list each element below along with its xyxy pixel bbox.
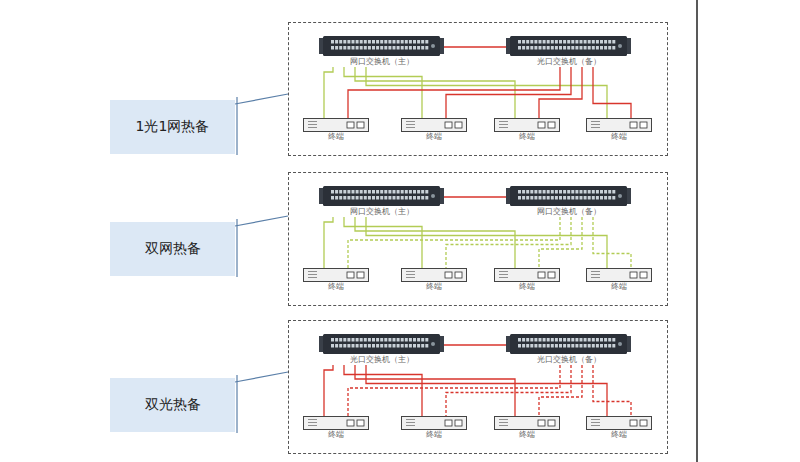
switch-icon xyxy=(319,185,444,207)
mode-label-box: 双网热备 xyxy=(110,222,235,276)
leader-connector xyxy=(235,94,288,104)
network-cable xyxy=(593,67,631,118)
network-cable xyxy=(348,365,560,416)
terminal-label: 终端 xyxy=(494,132,560,142)
network-cable xyxy=(355,217,515,268)
network-cable xyxy=(348,67,560,118)
network-cable xyxy=(446,67,571,118)
network-cable xyxy=(539,217,582,268)
network-cable xyxy=(344,217,422,268)
terminal-label: 终端 xyxy=(303,430,369,440)
terminal-icon xyxy=(586,268,652,282)
switch-icon xyxy=(319,333,444,355)
network-cable xyxy=(366,67,607,118)
frame-line xyxy=(696,0,698,462)
terminal-label: 终端 xyxy=(303,282,369,292)
network-cable xyxy=(344,365,422,416)
terminal-label: 终端 xyxy=(586,132,652,142)
network-cable xyxy=(355,365,515,416)
network-cable xyxy=(539,67,582,118)
network-cable xyxy=(444,344,506,345)
switch-label: 网口交换机（备） xyxy=(506,207,631,217)
switch-device: 光口交换机（备） xyxy=(506,333,631,365)
switch-device: 网口交换机（主） xyxy=(319,185,444,217)
terminal-device: 终端 xyxy=(494,118,560,142)
switch-label: 光口交换机（备） xyxy=(506,57,631,67)
terminal-device: 终端 xyxy=(586,268,652,292)
terminal-label: 终端 xyxy=(401,430,467,440)
terminal-icon xyxy=(401,268,467,282)
terminal-label: 终端 xyxy=(494,282,560,292)
leader-connector xyxy=(235,216,288,226)
terminal-icon xyxy=(494,118,560,132)
terminal-label: 终端 xyxy=(401,282,467,292)
terminal-label: 终端 xyxy=(586,282,652,292)
terminal-icon xyxy=(303,118,369,132)
network-cable xyxy=(348,217,560,268)
terminal-device: 终端 xyxy=(401,416,467,440)
network-cable xyxy=(593,365,631,416)
terminal-icon xyxy=(303,268,369,282)
mode-label-box: 双光热备 xyxy=(110,378,235,432)
switch-icon xyxy=(506,185,631,207)
terminal-device: 终端 xyxy=(303,416,369,440)
network-cable xyxy=(324,365,333,416)
terminal-device: 终端 xyxy=(586,118,652,142)
terminal-icon xyxy=(494,416,560,430)
network-cable xyxy=(593,217,631,268)
terminal-icon xyxy=(586,118,652,132)
network-cable xyxy=(539,365,582,416)
bracket-line xyxy=(236,375,237,433)
terminal-icon xyxy=(401,416,467,430)
bracket-line xyxy=(236,97,237,155)
terminal-label: 终端 xyxy=(494,430,560,440)
network-cable xyxy=(366,217,607,268)
network-cable xyxy=(324,67,333,118)
switch-icon xyxy=(319,35,444,57)
network-cable xyxy=(446,217,571,268)
switch-device: 光口交换机（主） xyxy=(319,333,444,365)
switch-label: 网口交换机（主） xyxy=(319,207,444,217)
terminal-label: 终端 xyxy=(303,132,369,142)
switch-label: 网口交换机（主） xyxy=(319,57,444,67)
mode-label-box: 1光1网热备 xyxy=(110,100,235,154)
network-cable xyxy=(444,46,506,47)
switch-icon xyxy=(506,333,631,355)
terminal-icon xyxy=(494,268,560,282)
terminal-label: 终端 xyxy=(586,430,652,440)
network-cable xyxy=(366,365,607,416)
terminal-device: 终端 xyxy=(401,118,467,142)
switch-icon xyxy=(506,35,631,57)
terminal-device: 终端 xyxy=(494,268,560,292)
network-cable xyxy=(444,196,506,197)
dashed-panel: 网口交换机（主） 光口交换机（备） 终端 终端 终端 终端 xyxy=(288,22,668,156)
network-cable xyxy=(446,365,571,416)
switch-device: 网口交换机（备） xyxy=(506,185,631,217)
leader-connector xyxy=(235,372,288,382)
network-cable xyxy=(344,67,422,118)
mode-label: 双网热备 xyxy=(145,240,201,258)
mode-label: 1光1网热备 xyxy=(136,118,210,136)
switch-device: 网口交换机（主） xyxy=(319,35,444,67)
terminal-icon xyxy=(586,416,652,430)
network-cable xyxy=(355,67,515,118)
terminal-device: 终端 xyxy=(586,416,652,440)
terminal-device: 终端 xyxy=(494,416,560,440)
bracket-line xyxy=(236,219,237,277)
dashed-panel: 光口交换机（主） 光口交换机（备） 终端 终端 终端 终端 xyxy=(288,320,668,454)
terminal-label: 终端 xyxy=(401,132,467,142)
terminal-icon xyxy=(303,416,369,430)
switch-device: 光口交换机（备） xyxy=(506,35,631,67)
switch-label: 光口交换机（主） xyxy=(319,355,444,365)
terminal-device: 终端 xyxy=(401,268,467,292)
switch-label: 光口交换机（备） xyxy=(506,355,631,365)
dashed-panel: 网口交换机（主） 网口交换机（备） 终端 终端 终端 终端 xyxy=(288,172,668,306)
terminal-device: 终端 xyxy=(303,118,369,142)
network-cable xyxy=(324,217,333,268)
terminal-icon xyxy=(401,118,467,132)
terminal-device: 终端 xyxy=(303,268,369,292)
mode-label: 双光热备 xyxy=(145,396,201,414)
